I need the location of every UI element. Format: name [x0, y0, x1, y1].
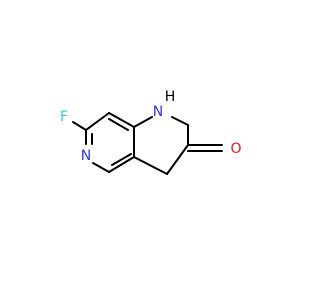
carbonyl-oxygen-label: O	[230, 141, 241, 157]
bond-c4-c3a-inner	[111, 153, 132, 166]
bonds	[72, 112, 223, 175]
bond-c7a-c7	[108, 112, 135, 128]
pyridine-nitrogen-label: N	[81, 148, 91, 164]
structure-canvas: F N N H O	[59, 89, 242, 175]
bond-c7a-n1	[133, 116, 153, 128]
bond-n1-c2	[171, 116, 189, 126]
amide-nitrogen-label: N	[153, 104, 163, 120]
bond-c4-c3a	[108, 156, 135, 173]
bond-c7-c6	[85, 112, 110, 131]
bond-c7a-c7-inner	[108, 118, 129, 131]
atom-labels: F N N H O	[60, 89, 242, 164]
bond-c-f	[72, 121, 87, 131]
fluorine-label: F	[60, 109, 68, 125]
bond-c3-c3a	[133, 156, 168, 175]
amide-hydrogen-label: H	[165, 89, 176, 105]
molecule-drawing: F N N H O	[60, 89, 242, 175]
bond-c2-c3-lower	[166, 144, 189, 175]
bond-n-c4	[92, 162, 110, 173]
